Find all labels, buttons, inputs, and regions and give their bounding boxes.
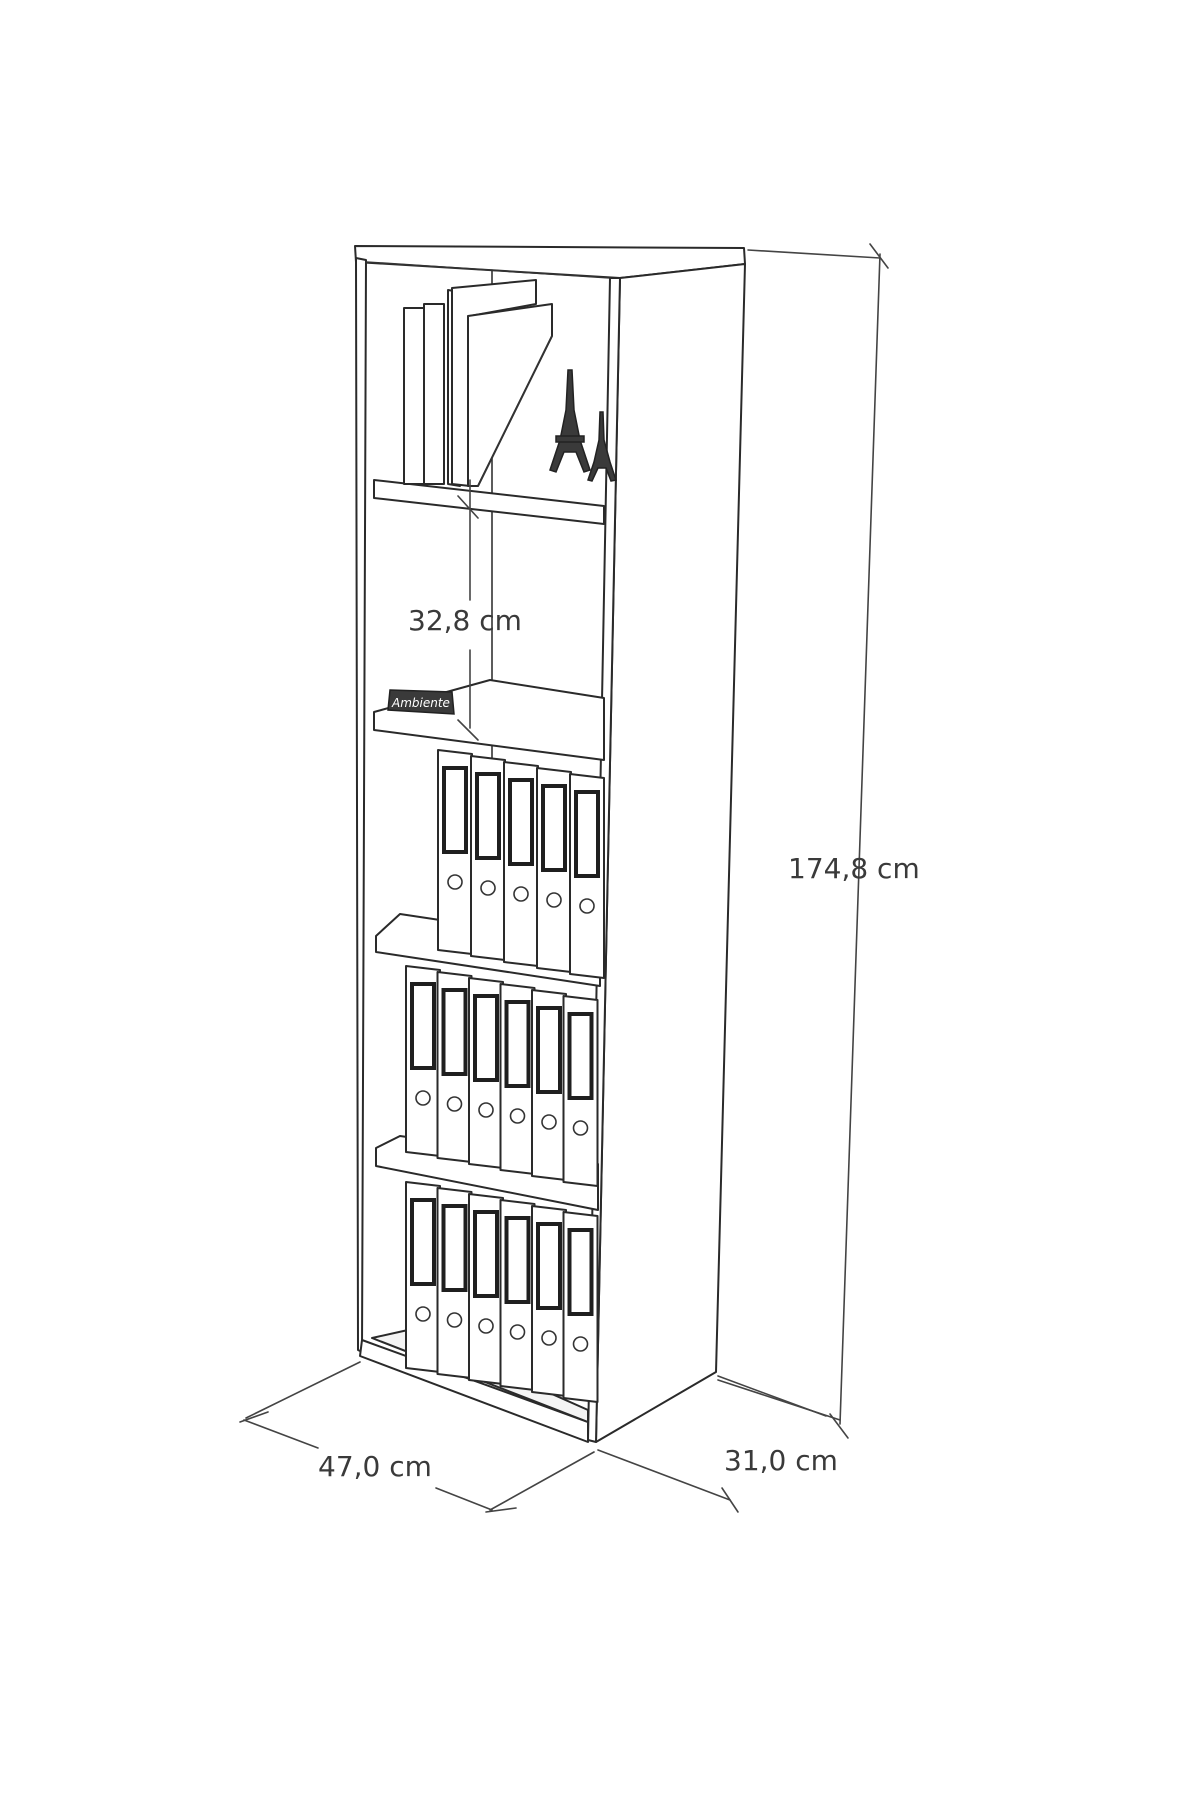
binder — [531, 989, 567, 1181]
binder-spine-label — [475, 772, 501, 860]
binder-ring-icon — [480, 880, 496, 896]
left-side-panel — [355, 257, 367, 1353]
right-side-panel — [595, 263, 746, 1443]
binder — [536, 767, 572, 973]
shelf-1 — [373, 479, 605, 525]
binder-ring-icon — [509, 1108, 526, 1124]
width-tick-right — [485, 1507, 517, 1513]
binder-spine-label — [410, 1198, 436, 1286]
top-inner-edge — [365, 261, 611, 279]
label-box-body — [387, 689, 455, 715]
binder-spine-label — [441, 1204, 468, 1292]
depth-label: 31,0 cm — [724, 1444, 838, 1477]
binder-ring-icon — [447, 874, 463, 890]
height-tick-top — [869, 243, 889, 269]
binder — [562, 1211, 599, 1403]
height-ext-top — [747, 249, 881, 259]
binder-ring-icon — [509, 1324, 526, 1340]
product-label: Ambiente — [391, 696, 450, 710]
width-ext-left — [245, 1361, 361, 1419]
shelf-gap-label: 32,8 cm — [408, 604, 522, 637]
binder — [468, 977, 504, 1169]
height-label: 174,8 cm — [788, 852, 920, 885]
shelf-gap-tick-bottom — [457, 719, 479, 741]
binder — [436, 1187, 473, 1379]
book-1 — [403, 307, 425, 485]
width-tick-left — [239, 1411, 269, 1423]
dimension-labels: 174,8 cm 47,0 cm 31,0 cm 32,8 cm — [318, 604, 920, 1483]
dimension-lines — [239, 243, 889, 1513]
binder — [531, 1205, 567, 1397]
shelf-gap-tick-top — [457, 495, 479, 519]
binder — [499, 983, 536, 1175]
binder — [437, 749, 473, 955]
leaning-frame — [467, 303, 553, 487]
binder-spine-label — [473, 1210, 499, 1298]
binder-spine-label — [536, 1006, 562, 1094]
binder-ring-icon — [415, 1306, 431, 1322]
binder-ring-icon — [415, 1090, 431, 1106]
binder-spine-label — [504, 1000, 531, 1088]
binder — [503, 761, 539, 967]
binders — [405, 749, 605, 1403]
binder — [562, 995, 599, 1187]
binder — [499, 1199, 536, 1391]
binder-spine-label — [508, 778, 534, 866]
binder-spine-label — [536, 1222, 562, 1310]
width-label: 47,0 cm — [318, 1450, 432, 1483]
binder-spine-label — [442, 766, 468, 854]
binder — [470, 755, 506, 961]
binder-ring-icon — [446, 1096, 463, 1112]
binder-spine-label — [410, 982, 436, 1070]
binder-spine-label — [473, 994, 499, 1082]
binder-spine-label — [574, 790, 600, 878]
binder-ring-icon — [546, 892, 562, 908]
depth-dimension-line — [597, 1449, 731, 1501]
binder-ring-icon — [478, 1318, 494, 1334]
frame-diagonal — [477, 335, 553, 487]
depth-tick — [721, 1487, 739, 1513]
binder-spine-label — [567, 1012, 594, 1100]
binder-spine-label — [504, 1216, 531, 1304]
eiffel-tower-small-icon — [587, 411, 617, 482]
binder-spine-label — [441, 988, 468, 1076]
width-ext-right — [489, 1451, 595, 1511]
binder-ring-icon — [572, 1336, 589, 1352]
label-box: Ambiente — [387, 689, 455, 715]
eiffel-tower-icon — [549, 369, 591, 473]
book-2 — [423, 303, 445, 485]
binder — [436, 971, 473, 1163]
width-dimension-line-right — [435, 1487, 493, 1511]
height-tick-bottom — [829, 1413, 849, 1439]
binder — [405, 965, 441, 1157]
depth-ext — [717, 1375, 827, 1417]
eiffel-tower-deck — [555, 435, 585, 443]
binder — [405, 1181, 441, 1373]
binder-ring-icon — [541, 1330, 557, 1346]
binder-ring-icon — [541, 1114, 557, 1130]
binder-spine-label — [541, 784, 567, 872]
binder — [569, 773, 605, 979]
top-compartment-decor — [403, 279, 617, 487]
binder-ring-icon — [478, 1102, 494, 1118]
binder-spine-label — [567, 1228, 594, 1316]
binder-ring-icon — [572, 1120, 589, 1136]
height-dimension-line — [839, 253, 881, 1425]
binder-ring-icon — [513, 886, 529, 902]
binder-ring-icon — [446, 1312, 463, 1328]
width-dimension-line-left — [243, 1419, 319, 1449]
binder — [468, 1193, 504, 1385]
binder-ring-icon — [579, 898, 595, 914]
